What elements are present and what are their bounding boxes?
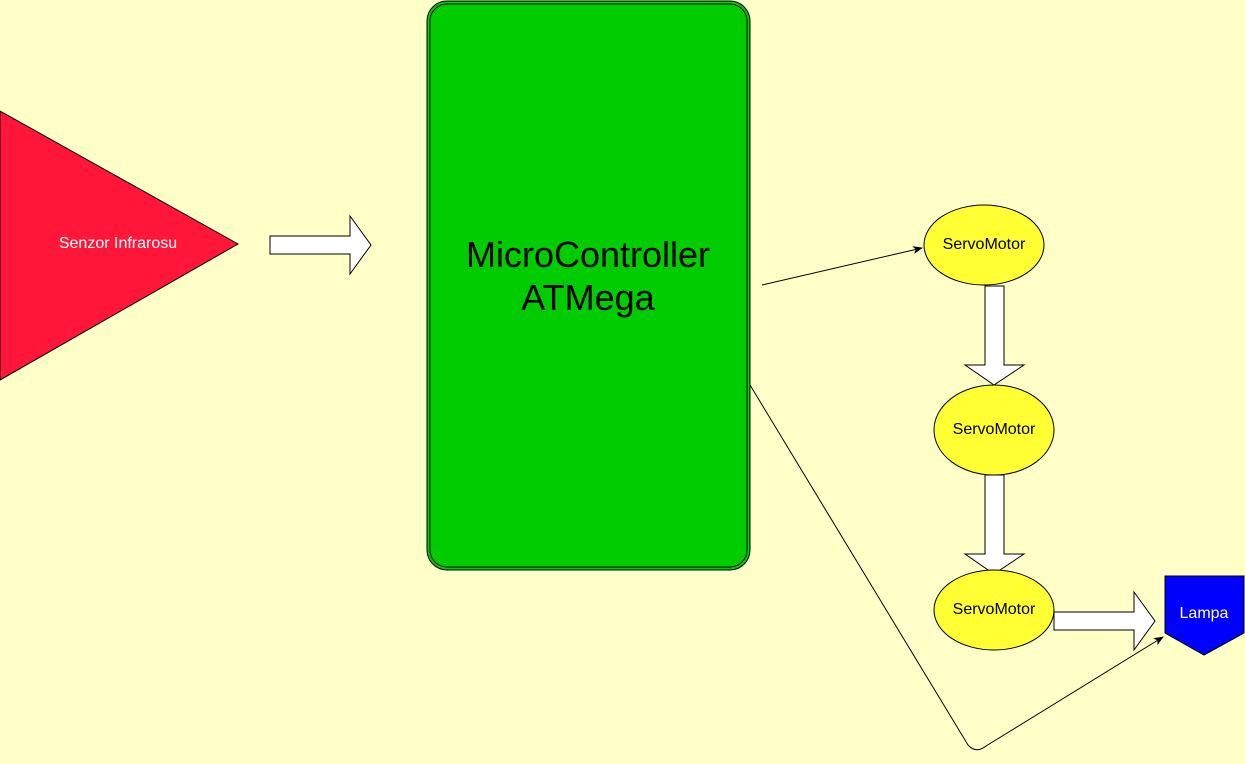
servo1-ellipse [923, 204, 1045, 286]
lamp-shape [1164, 575, 1245, 656]
mcu-outer-border [426, 0, 751, 571]
edge-servo3-to-lamp [1053, 590, 1156, 652]
servo3-label: ServoMotor [953, 601, 1036, 618]
servo3-node[interactable]: ServoMotor [933, 569, 1055, 651]
sensor-triangle [0, 110, 240, 381]
servo1-node[interactable]: ServoMotor [923, 204, 1045, 286]
servo2-label: ServoMotor [953, 421, 1036, 438]
edge-mcu-to-servo1 [761, 246, 923, 286]
lamp-node[interactable]: Lampa [1164, 575, 1245, 656]
servo1-label: ServoMotor [943, 236, 1026, 253]
servo3-ellipse [933, 569, 1055, 651]
servo2-node[interactable]: ServoMotor [933, 384, 1055, 476]
sensor-node[interactable]: Senzor Infrarosu [0, 110, 240, 381]
mcu-node[interactable]: MicroController ATMega [426, 0, 751, 571]
mcu-inner-border [429, 3, 748, 568]
edge-servo2-to-servo3 [963, 474, 1026, 575]
lamp-label: Lampa [1180, 605, 1229, 622]
mcu-label-line2: ATMega [521, 277, 655, 318]
edge-mcu-to-lamp [749, 384, 1164, 751]
edge-servo1-to-servo2 [963, 285, 1026, 386]
edge-sensor-to-mcu [269, 214, 372, 276]
mcu-label-line1: MicroController [466, 234, 710, 275]
sensor-label: Senzor Infrarosu [59, 235, 177, 252]
